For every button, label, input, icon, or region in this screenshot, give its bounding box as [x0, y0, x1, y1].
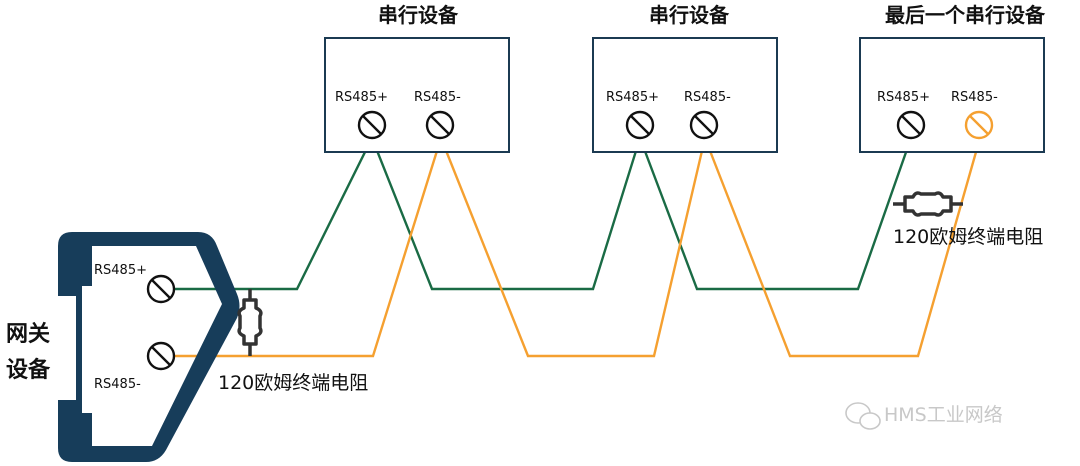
- terminal-screw-minus: [425, 110, 455, 140]
- terminal-label-minus: RS485-: [951, 90, 998, 105]
- terminal-screw-plus: [625, 110, 655, 140]
- wechat-watermark-icon: [845, 402, 881, 430]
- device-box: [324, 37, 510, 153]
- device-box: [859, 37, 1045, 153]
- device-title: 串行设备: [378, 3, 459, 27]
- wire-rs485-minus: [160, 133, 982, 358]
- device-title: 串行设备: [649, 3, 730, 27]
- gateway-terminal-minus: [146, 341, 176, 371]
- terminal-screw-plus: [896, 110, 926, 140]
- gateway-terminal-plus: [146, 274, 176, 304]
- terminal-label-plus: RS485+: [877, 90, 930, 105]
- resistor-end-icon: [893, 191, 963, 217]
- terminal-label-minus: RS485-: [414, 90, 461, 105]
- terminal-label-plus: RS485+: [335, 90, 388, 105]
- gateway-device: RS485+ RS485- 网关 设备: [6, 232, 240, 462]
- wire-rs485-plus: [160, 134, 913, 291]
- terminal-screw-minus: [689, 110, 719, 140]
- serial-device-1: 串行设备 RS485+ RS485-: [324, 3, 510, 153]
- gateway-title-line2: 设备: [6, 357, 51, 383]
- gateway-title-line1: 网关: [6, 322, 50, 347]
- device-title: 最后一个串行设备: [885, 3, 1046, 27]
- serial-device-2: 串行设备 RS485+ RS485-: [592, 3, 778, 153]
- serial-device-last: 最后一个串行设备 RS485+ RS485-: [859, 3, 1046, 153]
- gateway-body: [58, 232, 240, 462]
- resistor-end-label: 120欧姆终端电阻: [893, 226, 1043, 248]
- resistor-gateway-icon: [237, 289, 263, 356]
- terminal-screw-minus: [964, 110, 994, 140]
- gateway-label-minus: RS485-: [94, 377, 141, 392]
- terminal-screw-plus: [357, 110, 387, 140]
- terminal-label-plus: RS485+: [606, 90, 659, 105]
- gateway-label-plus: RS485+: [94, 263, 147, 278]
- resistor-gateway-label: 120欧姆终端电阻: [218, 372, 368, 394]
- terminal-label-minus: RS485-: [684, 90, 731, 105]
- device-box: [592, 37, 778, 153]
- watermark-text: HMS工业网络: [884, 404, 1003, 426]
